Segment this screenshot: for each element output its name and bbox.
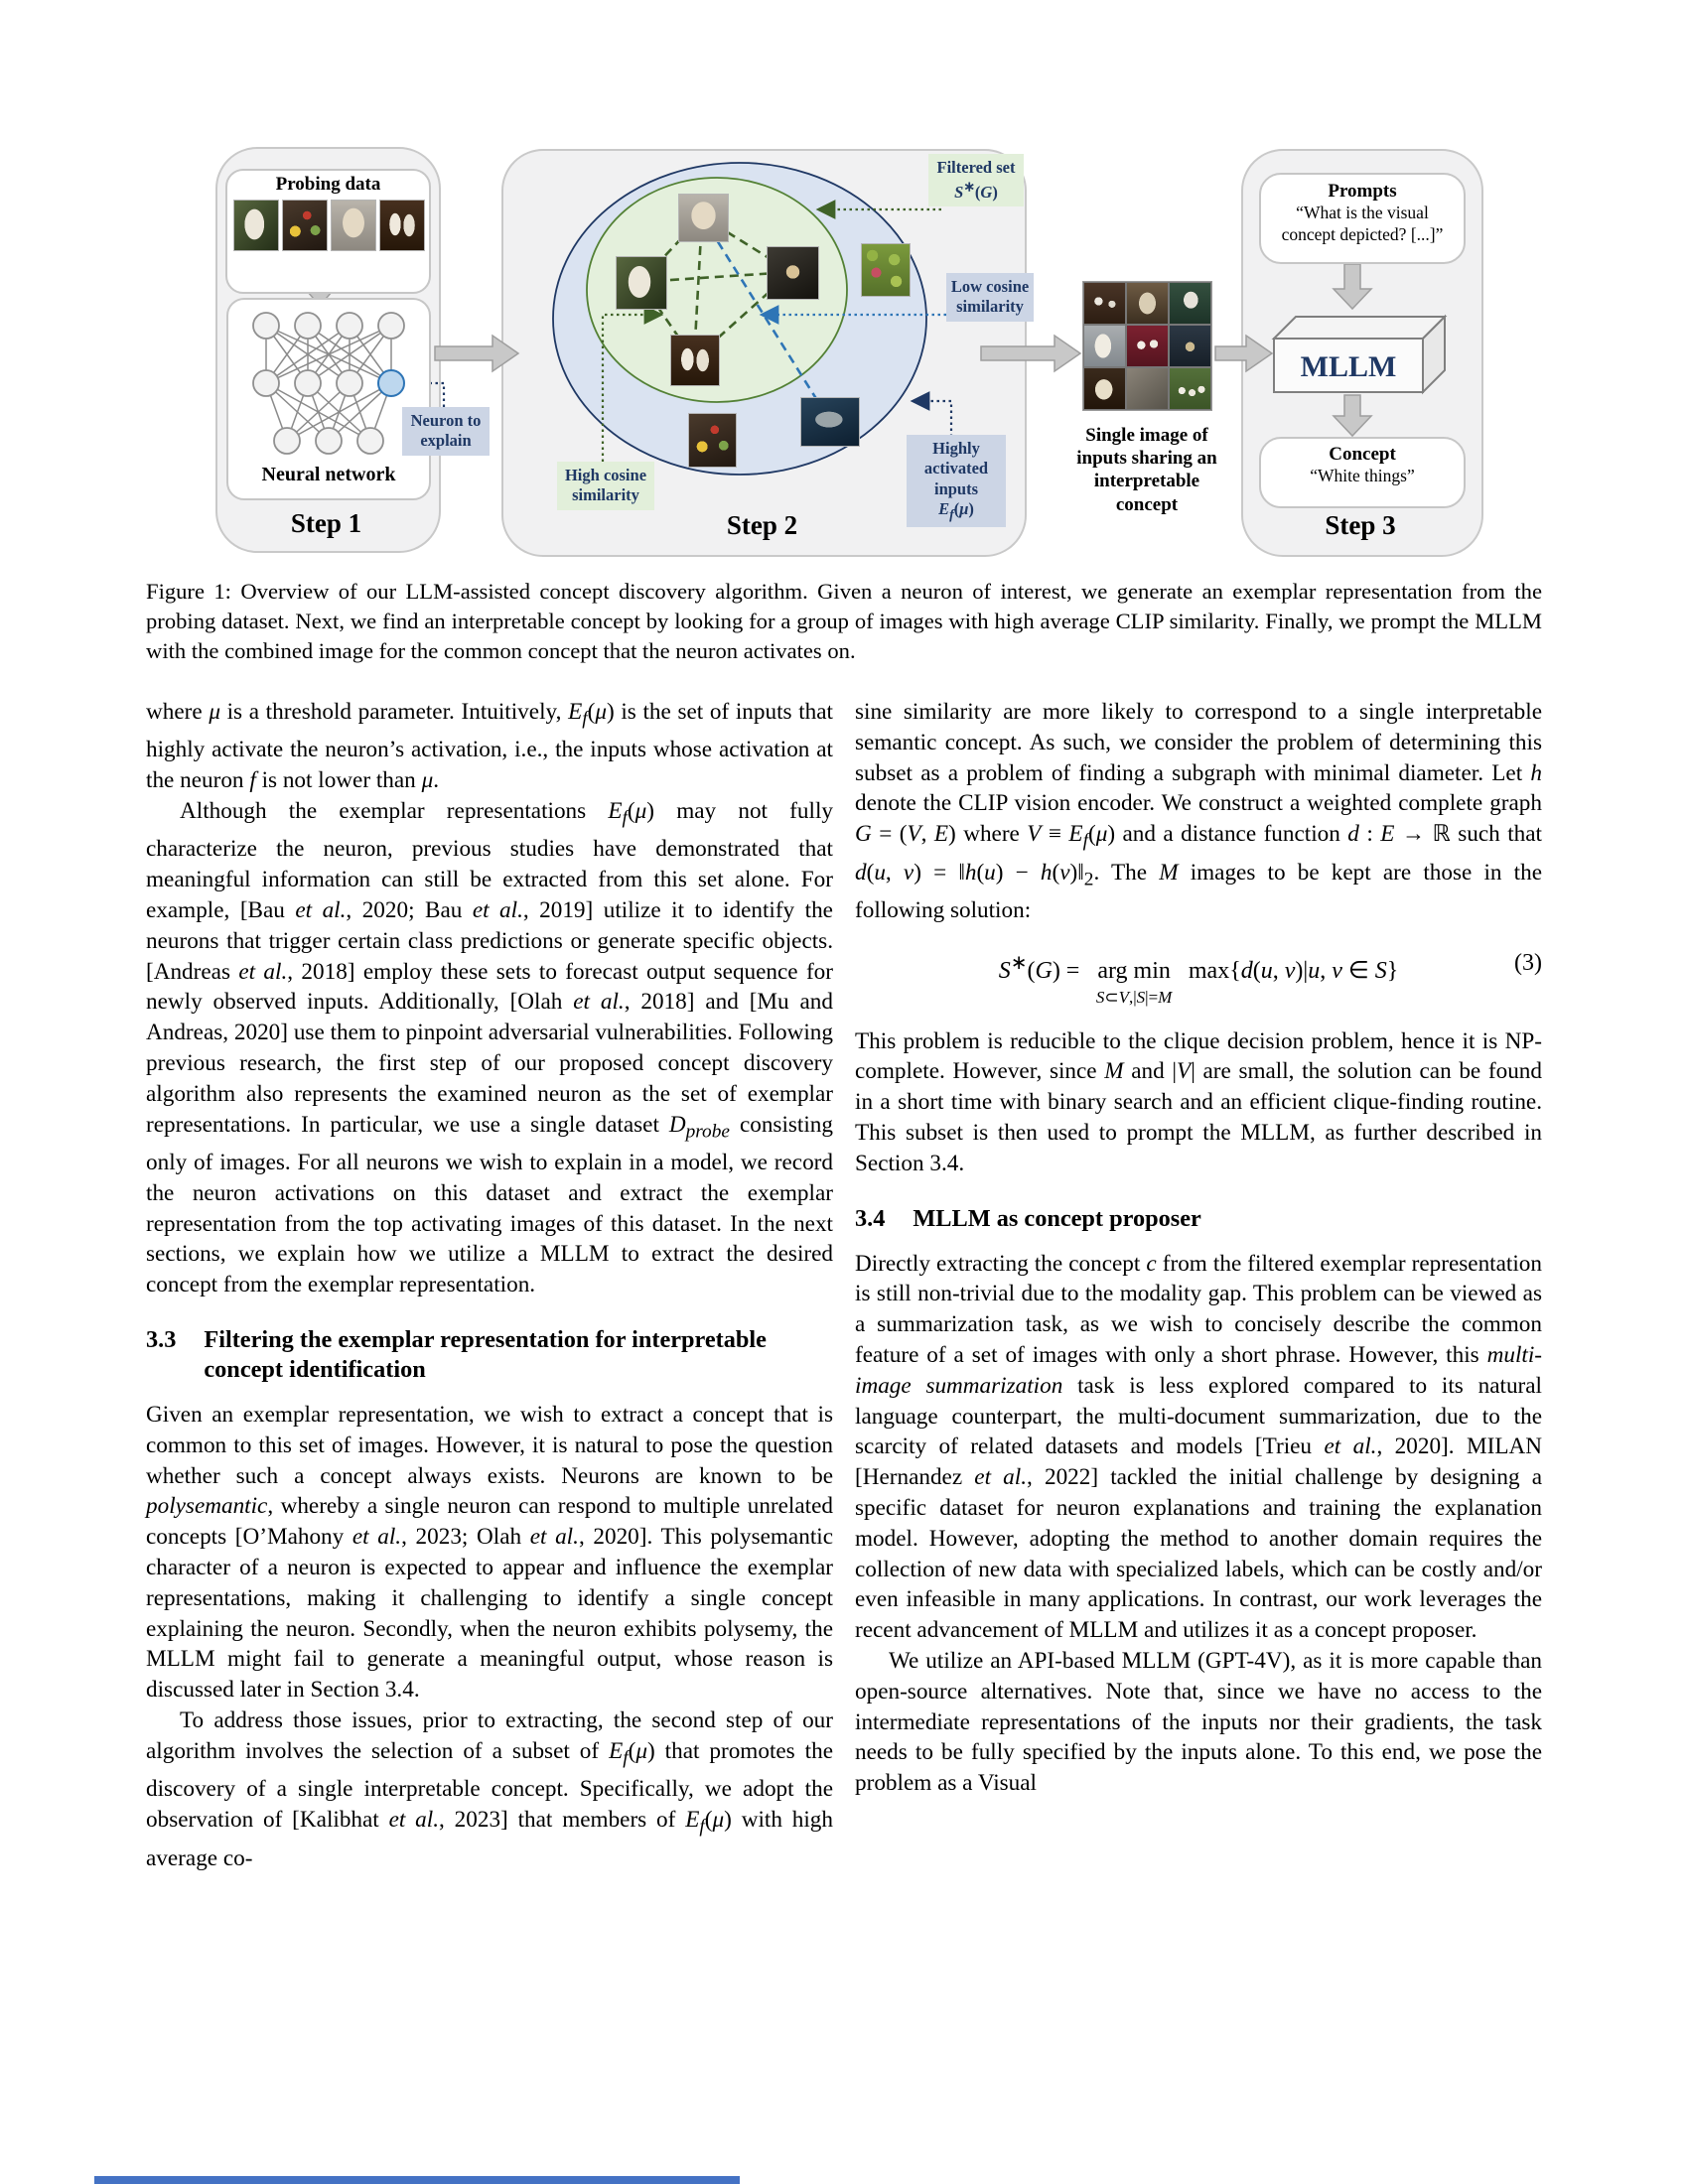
paragraph: We utilize an API-based MLLM (GPT-4V), a… <box>855 1648 1542 1797</box>
section-number: 3.3 <box>146 1326 177 1354</box>
prompts-title: Prompts <box>1328 181 1397 202</box>
mllm-box: MLLM <box>1271 314 1448 395</box>
filtered-set-line1: Filtered set <box>936 158 1016 177</box>
concept-box: Concept “White things” <box>1259 437 1466 508</box>
filtered-set-formula: S∗(G) <box>954 179 998 202</box>
step1-label: Step 1 <box>290 508 362 538</box>
neural-network-box: Neural network <box>226 298 431 500</box>
paragraph: Given an exemplar representation, we wis… <box>146 1402 833 1704</box>
probing-image-fruits <box>282 200 328 251</box>
equation-3: S∗(G) = arg min S⊂V,|S|=M max{d(u, v)|u,… <box>855 948 1542 1007</box>
grid-cell <box>1126 282 1169 325</box>
equation-lhs: S∗(G) = <box>998 951 1080 984</box>
paragraph: sine similarity are more likely to corre… <box>855 699 1543 924</box>
section-number: 3.4 <box>855 1204 886 1232</box>
concept-text: “White things” <box>1310 466 1415 485</box>
mllm-label: MLLM <box>1301 350 1397 383</box>
neural-network-label: Neural network <box>261 464 396 485</box>
neuron-callout: Neuron to explain <box>402 407 490 456</box>
section-title: MLLM as concept proposer <box>913 1204 1201 1232</box>
cluster-image-whale <box>800 397 860 447</box>
grid-cell <box>1169 325 1211 367</box>
left-column: where μ is a threshold parameter. Intuit… <box>146 697 833 1873</box>
grid-cell <box>1083 367 1126 410</box>
probing-data-title: Probing data <box>275 174 381 195</box>
paragraph: To address those issues, prior to extrac… <box>146 1707 833 1871</box>
step3-label: Step 3 <box>1325 510 1396 540</box>
grid-cell <box>1126 367 1169 410</box>
cluster-image-mushroom <box>767 246 819 300</box>
highly-activated-formula: Ef(μ) <box>938 499 974 522</box>
prompts-box: Prompts “What is the visual concept depi… <box>1259 173 1466 264</box>
bottom-blue-bar <box>94 2176 740 2184</box>
probing-image-dog <box>331 200 376 251</box>
paragraph: Directly extracting the concept c from t… <box>855 1250 1543 1644</box>
cluster-image-apples <box>861 243 911 297</box>
grid-cell <box>1083 325 1126 367</box>
highly-activated-line1: Highly activated inputs <box>923 439 989 498</box>
cluster-image-dog <box>678 194 729 242</box>
probing-image-two-dogs <box>379 200 425 251</box>
filtered-set-callout: Filtered set S∗(G) <box>928 154 1024 207</box>
single-image-caption: Single image of inputs sharing an interp… <box>1076 425 1217 515</box>
cluster-image-two-dogs <box>670 335 720 386</box>
section-heading-3-3: 3.3 Filtering the exemplar representatio… <box>146 1325 833 1385</box>
grid-cell <box>1169 367 1211 410</box>
paragraph: where μ is a threshold parameter. Intuit… <box>146 699 833 794</box>
paragraph: This problem is reducible to the clique … <box>855 1027 1542 1176</box>
section-title: Filtering the exemplar representation fo… <box>204 1326 767 1384</box>
cluster-image-fruits <box>688 413 737 468</box>
grid-cell <box>1126 325 1169 367</box>
neural-network-diagram <box>252 312 405 455</box>
equation-number: (3) <box>1514 949 1542 976</box>
combined-image-grid <box>1082 281 1212 411</box>
high-cosine-callout: High cosine similarity <box>557 462 654 510</box>
equation-constraint: S⊂V,|S|=M <box>1095 987 1173 1007</box>
section-heading-3-4: 3.4 MLLM as concept proposer <box>855 1204 1542 1234</box>
prompts-text: “What is the visual concept depicted? [.… <box>1281 203 1444 244</box>
probing-image-parrot <box>233 200 279 251</box>
probing-data-box: Probing data <box>225 169 431 294</box>
grid-cell <box>1083 282 1126 325</box>
equation-body: max{d(u, v)|u, v ∈ S} <box>1188 957 1399 984</box>
step2-label: Step 2 <box>726 510 798 540</box>
highly-activated-callout: Highly activated inputs Ef(μ) <box>907 435 1006 527</box>
paragraph: Although the exemplar representations Ef… <box>146 798 833 1298</box>
low-cosine-callout: Low cosine similarity <box>946 273 1034 322</box>
concept-title: Concept <box>1329 444 1396 465</box>
cluster-image-parrot <box>616 256 667 310</box>
equation-operator: arg min <box>1097 957 1171 984</box>
neuron-to-explain-node <box>377 369 405 397</box>
right-column: sine similarity are more likely to corre… <box>855 697 1542 1799</box>
grid-cell <box>1169 282 1211 325</box>
figure-caption: Figure 1: Overview of our LLM-assisted c… <box>146 579 1542 663</box>
probing-image-row <box>233 200 425 251</box>
